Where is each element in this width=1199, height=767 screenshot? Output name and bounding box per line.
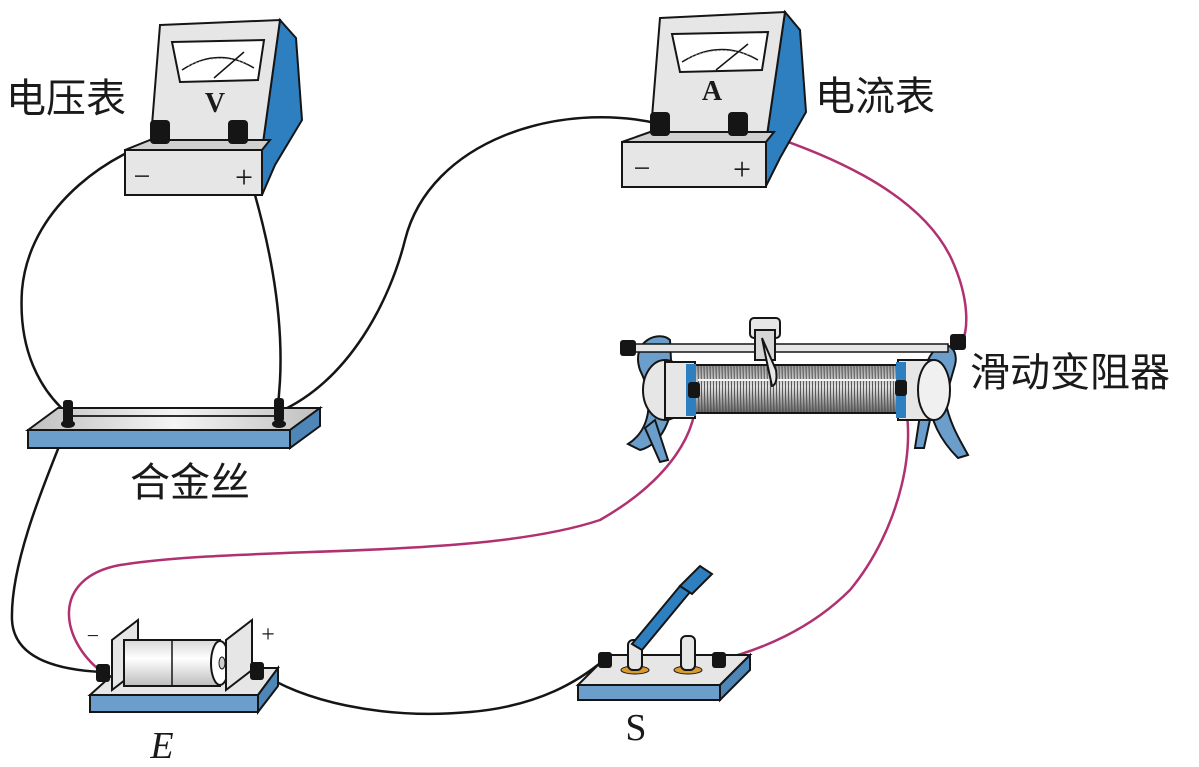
alloy-wire-board	[24, 398, 324, 450]
wire-alloy-to-battery	[10, 423, 103, 674]
switch-right-terminal	[712, 652, 726, 668]
voltmeter-symbol: V	[205, 88, 225, 119]
ammeter-minus-terminal	[650, 112, 670, 136]
rheostat-slide-rod	[627, 343, 949, 353]
battery-label: E	[149, 725, 173, 767]
voltmeter-minus-terminal	[150, 120, 170, 144]
ammeter-symbol: A	[702, 76, 723, 107]
wire-rheostat-to-switch	[719, 389, 910, 662]
wire-alloy-to-ammeter	[278, 116, 661, 414]
voltmeter-minus-sign: −	[134, 160, 151, 193]
ammeter: A − +	[621, 9, 808, 188]
wire-ammeter-to-rheostat	[739, 124, 968, 343]
battery-plus-sign: +	[261, 622, 275, 648]
wire-voltmeter-minus	[20, 138, 161, 415]
rheostat-top-left-terminal	[620, 340, 636, 356]
rheostat-label: 滑动变阻器	[970, 350, 1170, 396]
rheostat-slider[interactable]	[749, 317, 781, 388]
switch-left-terminal	[598, 652, 612, 668]
ammeter-minus-sign: −	[634, 152, 651, 185]
battery-minus-terminal	[96, 664, 110, 682]
battery: − +	[87, 617, 280, 715]
voltmeter-label: 电压表	[6, 76, 126, 122]
switch	[575, 564, 753, 703]
voltmeter: V − +	[124, 17, 304, 196]
switch-label: S	[625, 707, 646, 749]
voltmeter-plus-terminal	[228, 120, 248, 144]
wire-rheostat-to-battery	[67, 391, 697, 673]
ammeter-label: 电流表	[815, 74, 935, 120]
battery-plus-terminal	[250, 662, 264, 680]
battery-minus-sign: −	[87, 623, 99, 648]
rheostat-left-coil-terminal	[688, 382, 700, 398]
ammeter-plus-sign: +	[733, 151, 751, 187]
voltmeter-plus-sign: +	[235, 159, 253, 195]
rheostat	[620, 317, 970, 464]
rheostat-top-right-terminal	[950, 334, 966, 350]
alloy-wire-label: 合金丝	[130, 460, 250, 506]
rheostat-right-coil-terminal	[895, 380, 907, 396]
alloy-left-post	[63, 400, 73, 424]
alloy-right-post	[274, 398, 284, 422]
ammeter-plus-terminal	[728, 112, 748, 136]
wire-battery-to-switch	[259, 659, 605, 716]
switch-knife[interactable]	[630, 564, 714, 652]
